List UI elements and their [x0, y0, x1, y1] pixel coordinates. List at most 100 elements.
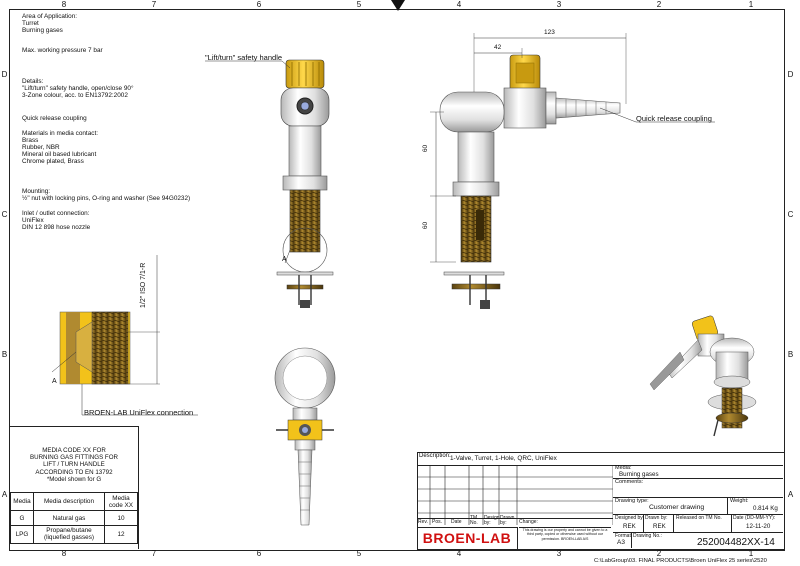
description-value: 1-Valve, Turret, 1-Hole, QRC, UniFlex: [450, 455, 557, 462]
media-code-cell: 10: [104, 510, 138, 526]
notes-area-title: Area of Application:: [22, 13, 78, 20]
notes-mounting-title: Mounting:: [22, 188, 51, 195]
detail-a-section: [51, 255, 198, 416]
description-label: Description:: [419, 453, 451, 459]
front-view: [430, 33, 715, 309]
rev-header-date: Date: [451, 519, 462, 525]
dimension-123: 123: [544, 29, 555, 36]
zone-columns-top: 8 7 6 5 4 3 2 1: [9, 0, 785, 9]
media-desc-col-header: Media description: [33, 492, 105, 511]
media-desc-cell: Propane/butane (liquefied gasses): [33, 525, 105, 544]
zone-row-d-left: D: [1, 70, 8, 79]
table-row: LPG Propane/butane (liquefied gasses) 12: [10, 525, 138, 544]
notes-material-1: Brass: [22, 137, 39, 144]
media-table: Media Media description Media code XX G …: [10, 492, 138, 544]
drawing-type-row: Drawing type: Customer drawing Weight: 0…: [613, 497, 783, 515]
zone-row-d-right: D: [787, 70, 794, 79]
rev-header-rev: Rev.: [418, 519, 428, 525]
zone-row-c-right: C: [787, 210, 794, 219]
notes-details-line-2: 3-Zone colour, acc. to EN13792:2002: [22, 92, 128, 99]
notes-pressure: Max. working pressure 7 bar: [22, 47, 103, 54]
drawing-no-label: Drawing No.:: [633, 533, 662, 539]
comments-label: Comments:: [615, 479, 644, 485]
media-code-panel: MEDIA CODE XX FOR BURNING GAS FITTINGS F…: [10, 426, 139, 549]
top-view: [274, 347, 336, 526]
notes-inlet-title: Inlet / outlet connection:: [22, 210, 90, 217]
weight-label: Weight:: [730, 498, 749, 504]
zone-col-5: 5: [356, 0, 362, 9]
table-row: G Natural gas 10: [10, 510, 138, 526]
date-label: Date (DD-MM-YY):: [733, 515, 776, 521]
dimension-60-upper: 60: [422, 144, 430, 153]
zone-row-a-right: A: [787, 490, 794, 499]
media-row: Media: Burning gases: [613, 465, 783, 479]
drawing-type-label: Drawing type:: [615, 498, 649, 504]
rev-header-tm: TM No.: [470, 515, 478, 526]
zone-col-2: 2: [656, 0, 662, 9]
zone-col-1: 1: [748, 0, 754, 9]
media-cell: LPG: [10, 525, 34, 544]
zone-col-8: 8: [61, 0, 67, 9]
comments-row: Comments:: [613, 478, 783, 498]
media-heading-line-1: MEDIA CODE XX FOR: [42, 447, 106, 454]
description-row: Description: 1-Valve, Turret, 1-Hole, QR…: [417, 452, 783, 466]
zone-col-8-bottom: 8: [61, 549, 67, 558]
weight-value: 0.814 Kg: [753, 505, 778, 512]
detail-a-circle-label: A: [282, 256, 287, 263]
media-code-heading: MEDIA CODE XX FOR BURNING GAS FITTINGS F…: [10, 447, 138, 483]
notes-area-line-1: Turret: [22, 20, 39, 27]
rev-header-row: Rev. Pos. Date TM No. Design by: Drawn b…: [417, 515, 613, 526]
zone-col-5-bottom: 5: [356, 549, 362, 558]
date-value: 12-11-20: [746, 523, 771, 530]
media-heading-line-2: BURNING GAS FITTINGS FOR: [29, 454, 118, 462]
notes-area-line-2: Burning gases: [22, 27, 63, 34]
notes-materials-title: Materials in media contact:: [22, 130, 99, 137]
quick-release-label: Quick release coupling: [636, 114, 712, 123]
notes-material-2: Rubber, NBR: [22, 144, 60, 151]
drawn-label: Drawn by:: [645, 515, 668, 521]
zone-col-7: 7: [151, 0, 157, 9]
zone-col-6: 6: [256, 0, 262, 9]
media-heading-line-5: *Model shown for G: [46, 475, 102, 483]
brand-cell: BROEN-LAB: [417, 527, 518, 549]
media-cell: G: [10, 510, 34, 526]
drawing-type-value: Customer drawing: [649, 504, 705, 511]
rev-header-design: Design by:: [484, 515, 500, 526]
format-label: Format: [615, 533, 631, 539]
isometric-view: [649, 315, 757, 437]
notes-details-title: Details:: [22, 78, 44, 85]
media-code-cell: 12: [104, 525, 138, 544]
notes-mounting-line: ½" nut with locking pins, O-ring and was…: [22, 195, 191, 202]
zone-col-4-bottom: 4: [456, 549, 462, 558]
legal-notice: This drawing is our property and cannot …: [519, 527, 611, 549]
drawing-no-value: 252004482XX-14: [697, 537, 775, 548]
media-col-header: Media: [10, 492, 34, 511]
zone-col-3-bottom: 3: [556, 549, 562, 558]
safety-handle-label: "Lift/turn" safety handle: [205, 53, 283, 62]
format-value: A3: [617, 539, 625, 546]
dimension-42: 42: [494, 44, 502, 51]
media-heading-line-4: ACCORDING TO EN 13792: [35, 468, 113, 476]
thread-label: 1/2" ISO 7/1-R: [140, 262, 147, 308]
designed-label: Designed by:: [615, 515, 645, 521]
notes-qrc: Quick release coupling: [22, 115, 87, 122]
uniflex-label: BROEN-LAB UniFlex connection: [84, 408, 194, 417]
rev-header-change: Change:: [519, 519, 538, 525]
side-view: [276, 59, 334, 308]
zone-row-b-right: B: [787, 350, 794, 359]
notes-inlet-line-2: DIN 12 898 hose nozzle: [22, 224, 91, 231]
signoff-row: Designed by: REK Drawn by: REK Released …: [613, 514, 783, 533]
drawing-frame: [9, 9, 785, 551]
drawing-number-row: Format A3 Drawing No.: 252004482XX-14: [613, 532, 783, 548]
detail-a-label: A: [52, 378, 57, 385]
media-heading-line-3: LIFT / TURN HANDLE: [43, 461, 105, 469]
notes-material-4: Chrome plated, Brass: [22, 158, 84, 165]
released-label: Released on TM No.: [676, 515, 722, 521]
zone-col-2-bottom: 2: [656, 549, 662, 558]
zone-col-3: 3: [556, 0, 562, 9]
zone-col-1-bottom: 1: [748, 549, 754, 558]
dimension-60-lower: 60: [422, 221, 430, 230]
zone-row-a-left: A: [1, 490, 8, 499]
brand-logo: BROEN-LAB: [422, 530, 512, 546]
